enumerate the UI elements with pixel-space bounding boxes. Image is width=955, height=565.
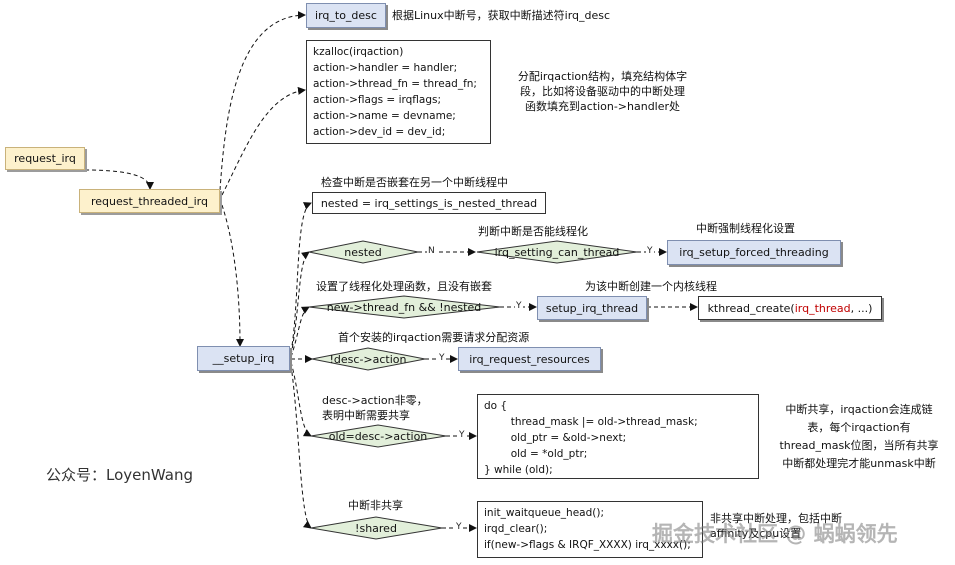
shared-chain-note: 中断共享，irqaction会连成链 表，每个irqaction有 thread… bbox=[766, 401, 952, 473]
decision-old-action bbox=[310, 424, 447, 448]
code-line: old_ptr = &old->next; bbox=[484, 432, 627, 444]
decision-desc-action bbox=[311, 347, 426, 371]
note-line: 段，比如将设备驱动中的中断处理 bbox=[520, 85, 685, 98]
code-line: do { bbox=[484, 400, 508, 412]
code-line: thread_mask |= old->thread_mask; bbox=[484, 416, 698, 428]
code-line: kzalloc(irqaction) bbox=[313, 46, 404, 58]
decision-nested bbox=[308, 240, 419, 264]
note-line: 分配irqaction结构，填充结构体字 bbox=[517, 70, 688, 83]
edge-label-y-resources: Y bbox=[438, 353, 446, 363]
edge-threaded-to-kzalloc bbox=[221, 86, 306, 196]
irq-request-resources-node: irq_request_resources bbox=[458, 347, 601, 371]
decision-old-action-label: old=desc->action bbox=[329, 430, 428, 443]
edge-label-y-loop: Y bbox=[458, 430, 466, 440]
shared-required-note: desc->action非零， 表明中断需要共享 bbox=[322, 393, 428, 423]
edge-setup-to-nested-check bbox=[290, 202, 312, 353]
kzalloc-code-block: kzalloc(irqaction) action->handler = hand… bbox=[306, 40, 491, 144]
decision-can-thread bbox=[476, 240, 638, 264]
irq-to-desc-note: 根据Linux中断号，获取中断描述符irq_desc bbox=[392, 9, 611, 22]
edge-threaded-to-setup bbox=[221, 204, 244, 347]
code-line: irqd_clear(); bbox=[484, 523, 548, 535]
edge-label-y-thread: Y bbox=[515, 301, 523, 311]
nested-check-node: nested = irq_settings_is_nested_thread bbox=[312, 192, 546, 214]
request-threaded-irq-node: request_threaded_irq bbox=[79, 189, 220, 213]
setup-irq-thread-node: setup_irq_thread bbox=[537, 296, 647, 320]
decision-thread-fn bbox=[308, 295, 501, 319]
decision-shared-label: !shared bbox=[355, 522, 397, 535]
note-line: 表，每个irqaction有 bbox=[807, 421, 911, 434]
note-line: 中断都处理完才能unmask中断 bbox=[782, 457, 936, 470]
decision-shared bbox=[310, 516, 443, 540]
author-label: 公众号：LoyenWang bbox=[46, 466, 193, 484]
setup-irq-node: __setup_irq bbox=[197, 346, 290, 371]
edge-label-y-nonshared: Y bbox=[455, 522, 463, 532]
kthread-create-node: kthread_create(irq_thread, ...) bbox=[698, 296, 882, 320]
code-line: old = *old_ptr; bbox=[484, 448, 588, 460]
can-thread-note: 判断中断是否能线程化 bbox=[478, 225, 588, 238]
edge-request-to-threaded bbox=[84, 169, 154, 190]
nested-note: 检查中断是否嵌套在另一个中断线程中 bbox=[321, 176, 508, 189]
code-line: if(new->flags & IRQF_XXXX) irq_xxxx(); bbox=[484, 539, 691, 551]
code-line: action->flags = irqflags; bbox=[313, 94, 441, 106]
edge-setup-to-old-action bbox=[290, 361, 312, 437]
resources-note: 首个安装的irqaction需要请求分配资源 bbox=[338, 331, 530, 344]
nonshared-code-block: init_waitqueue_head(); irqd_clear(); if(ne… bbox=[477, 501, 703, 558]
kthread-create-prefix: kthread_create( bbox=[707, 301, 795, 315]
kthread-note: 为该中断创建一个内核线程 bbox=[585, 280, 717, 293]
request-irq-node: request_irq bbox=[5, 147, 85, 170]
edge-setup-to-thread-fn bbox=[290, 306, 310, 358]
decision-desc-action-label: !desc->action bbox=[330, 353, 407, 366]
decision-thread-fn-label: new->thread_fn && !nested bbox=[327, 301, 481, 314]
code-line: action->thread_fn = thread_fn; bbox=[313, 78, 477, 90]
irq-setup-forced-threading-node: irq_setup_forced_threading bbox=[667, 240, 841, 265]
edge-setup-to-nested bbox=[290, 251, 310, 356]
thread-fn-note: 设置了线程化处理函数，且没有嵌套 bbox=[316, 280, 492, 293]
edge-label-n: N bbox=[427, 246, 436, 256]
nonshared-desc-note: 非共享中断处理，包括中断 affinity及cpu设置 bbox=[710, 511, 842, 541]
note-line: 非共享中断处理，包括中断 bbox=[710, 512, 842, 525]
note-line: 表明中断需要共享 bbox=[322, 409, 410, 422]
decision-nested-label: nested bbox=[344, 246, 382, 259]
watermark: 掘金技术社区 @ 蜗蜗领先 bbox=[652, 522, 898, 546]
code-line: action->dev_id = dev_id; bbox=[313, 126, 446, 138]
code-line: } while (old); bbox=[484, 464, 553, 476]
note-line: affinity及cpu设置 bbox=[710, 527, 802, 540]
note-line: desc->action非零， bbox=[322, 394, 428, 407]
nonshared-title-note: 中断非共享 bbox=[348, 499, 403, 512]
code-line: init_waitqueue_head(); bbox=[484, 507, 605, 519]
kthread-create-suffix: , ...) bbox=[850, 301, 873, 315]
decision-can-thread-label: irq_setting_can_thread bbox=[495, 246, 620, 259]
kthread-create-arg: irq_thread bbox=[794, 301, 851, 315]
edge-setup-to-shared bbox=[290, 364, 312, 529]
kzalloc-note: 分配irqaction结构，填充结构体字 段，比如将设备驱动中的中断处理 函数填… bbox=[500, 69, 705, 114]
note-line: thread_mask位图，当所有共享 bbox=[779, 439, 939, 452]
edge-threaded-to-irq-to-desc bbox=[219, 11, 306, 191]
irq-to-desc-node: irq_to_desc bbox=[306, 3, 386, 28]
loop-code-block: do { thread_mask |= old->thread_mask; ol… bbox=[477, 394, 759, 479]
forced-threading-note: 中断强制线程化设置 bbox=[696, 222, 795, 235]
edge-label-y-forced: Y bbox=[646, 246, 654, 256]
note-line: 函数填充到action->handler处 bbox=[524, 100, 681, 113]
note-line: 中断共享，irqaction会连成链 bbox=[785, 403, 933, 416]
code-line: action->handler = handler; bbox=[313, 62, 458, 74]
code-line: action->name = devname; bbox=[313, 110, 456, 122]
